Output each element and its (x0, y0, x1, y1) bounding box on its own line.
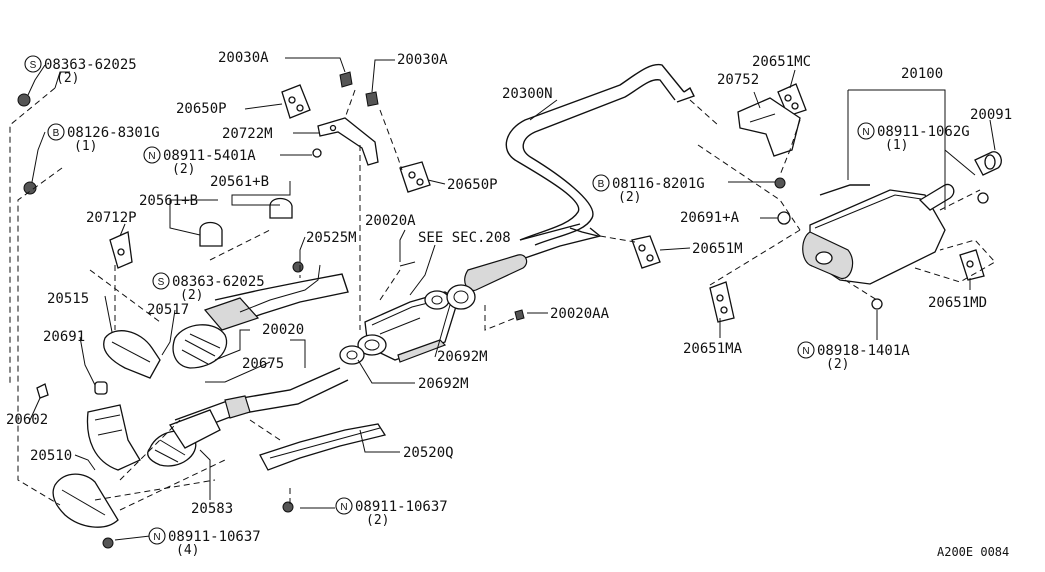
bracket-20722m (317, 117, 379, 166)
svg-text:N: N (148, 151, 155, 162)
heat-shield-20520q (259, 423, 387, 471)
svg-text:B: B (598, 179, 605, 190)
hanger-20650p (281, 84, 431, 193)
label-20517: 20517 (147, 302, 189, 318)
label-20691: 20691 (43, 329, 85, 345)
front-pipe-20020 (147, 367, 349, 467)
label-20100: 20100 (901, 66, 943, 82)
badge-b-08116: B (592, 174, 610, 192)
heat-shield-20510 (52, 473, 119, 528)
qty-b-08116-8201g: (2) (618, 190, 641, 205)
svg-text:S: S (158, 277, 165, 288)
label-20520q: 20520Q (403, 445, 454, 461)
label-20091: 20091 (970, 107, 1012, 123)
label-20020aa: 20020AA (550, 306, 610, 322)
label-20525m: 20525M (306, 230, 357, 246)
clamp-20561b (199, 197, 293, 247)
qty-s-08363-62025-mid: (2) (180, 288, 203, 303)
qty-n-08911-10637-bottom: (4) (176, 543, 199, 558)
gaskets-20692m (339, 284, 476, 365)
svg-text:B: B (53, 128, 60, 139)
badge-s-top: S (24, 55, 42, 73)
label-s-08363-62025-mid: 08363-62025 (172, 274, 265, 290)
label-b-08116-8201g: 08116-8201G (612, 176, 705, 192)
label-20650p-top: 20650P (176, 101, 227, 117)
svg-text:N: N (802, 346, 809, 357)
fasteners (17, 71, 989, 549)
label-20752: 20752 (717, 72, 759, 88)
label-20602: 20602 (6, 412, 48, 428)
front-tube-20525m (172, 273, 349, 369)
label-20583: 20583 (191, 501, 233, 517)
badge-n-08911-5401a: N (143, 146, 161, 164)
manifold-20515 (86, 330, 161, 471)
label-s-08363-62025-top: 08363-62025 (44, 57, 137, 73)
badge-n-08911-10637-mid: N (335, 497, 353, 515)
qty-n-08911-5401a: (2) (172, 162, 195, 177)
qty-b-08126-8301g: (1) (74, 139, 97, 154)
label-n-08911-10637-bottom: 08911-10637 (168, 529, 261, 545)
hanger-20651md (959, 249, 985, 281)
badge-n-08911-10637-bottom: N (148, 527, 166, 545)
label-see-sec-208: SEE SEC.208 (418, 230, 511, 246)
label-20510: 20510 (30, 448, 72, 464)
leader-lines (27, 57, 996, 541)
badge-s-mid: S (152, 272, 170, 290)
label-n-08918-1401a: 08918-1401A (817, 343, 910, 359)
qty-n-08911-10637-mid: (2) (366, 513, 389, 528)
label-20561b-lower: 20561+B (139, 193, 198, 209)
muffler-20100 (802, 151, 1002, 285)
bracket-20752 (737, 97, 801, 157)
label-20651mc: 20651MC (752, 54, 811, 70)
label-b-08126-8301g: 08126-8301G (67, 125, 160, 141)
label-20691-a: 20691+A (680, 210, 740, 226)
label-n-08911-5401a: 08911-5401A (163, 148, 256, 164)
svg-text:S: S (30, 60, 37, 71)
label-20020a: 20020A (365, 213, 416, 229)
label-n-08911-1062g: 08911-1062G (877, 124, 970, 140)
label-20650p-right: 20650P (447, 177, 498, 193)
hanger-20651m (631, 235, 661, 269)
label-20515: 20515 (47, 291, 89, 307)
qty-s-08363-62025-top: (2) (56, 71, 79, 86)
diagram-code: A200E 0084 (937, 545, 1009, 559)
label-20692m-upper: 20692M (437, 349, 488, 365)
hanger-20651ma (709, 281, 735, 323)
label-20712p: 20712P (86, 210, 137, 226)
badge-n-08918-1401a: N (797, 341, 815, 359)
pipe-20300n (505, 63, 695, 246)
badge-n-08911-1062g: N (857, 122, 875, 140)
label-20020: 20020 (262, 322, 304, 338)
label-20030a-right: 20030A (397, 52, 448, 68)
label-20651md: 20651MD (928, 295, 987, 311)
label-20030a-left: 20030A (218, 50, 269, 66)
center-pipe (464, 223, 602, 292)
label-20561b-upper: 20561+B (210, 174, 269, 190)
qty-n-08911-1062g: (1) (885, 138, 908, 153)
label-20300n: 20300N (502, 86, 553, 102)
bracket-20712p (109, 231, 133, 269)
svg-text:N: N (340, 502, 347, 513)
label-20651ma: 20651MA (683, 341, 743, 357)
dashed-guides (9, 87, 996, 511)
label-20722m: 20722M (222, 126, 273, 142)
qty-n-08918-1401a: (2) (826, 357, 849, 372)
label-20651m: 20651M (692, 241, 743, 257)
badge-b-08126: B (47, 123, 65, 141)
label-20692m-lower: 20692M (418, 376, 469, 392)
label-20675: 20675 (242, 356, 284, 372)
label-n-08911-10637-mid: 08911-10637 (355, 499, 448, 515)
svg-text:N: N (862, 127, 869, 138)
svg-text:N: N (153, 532, 160, 543)
